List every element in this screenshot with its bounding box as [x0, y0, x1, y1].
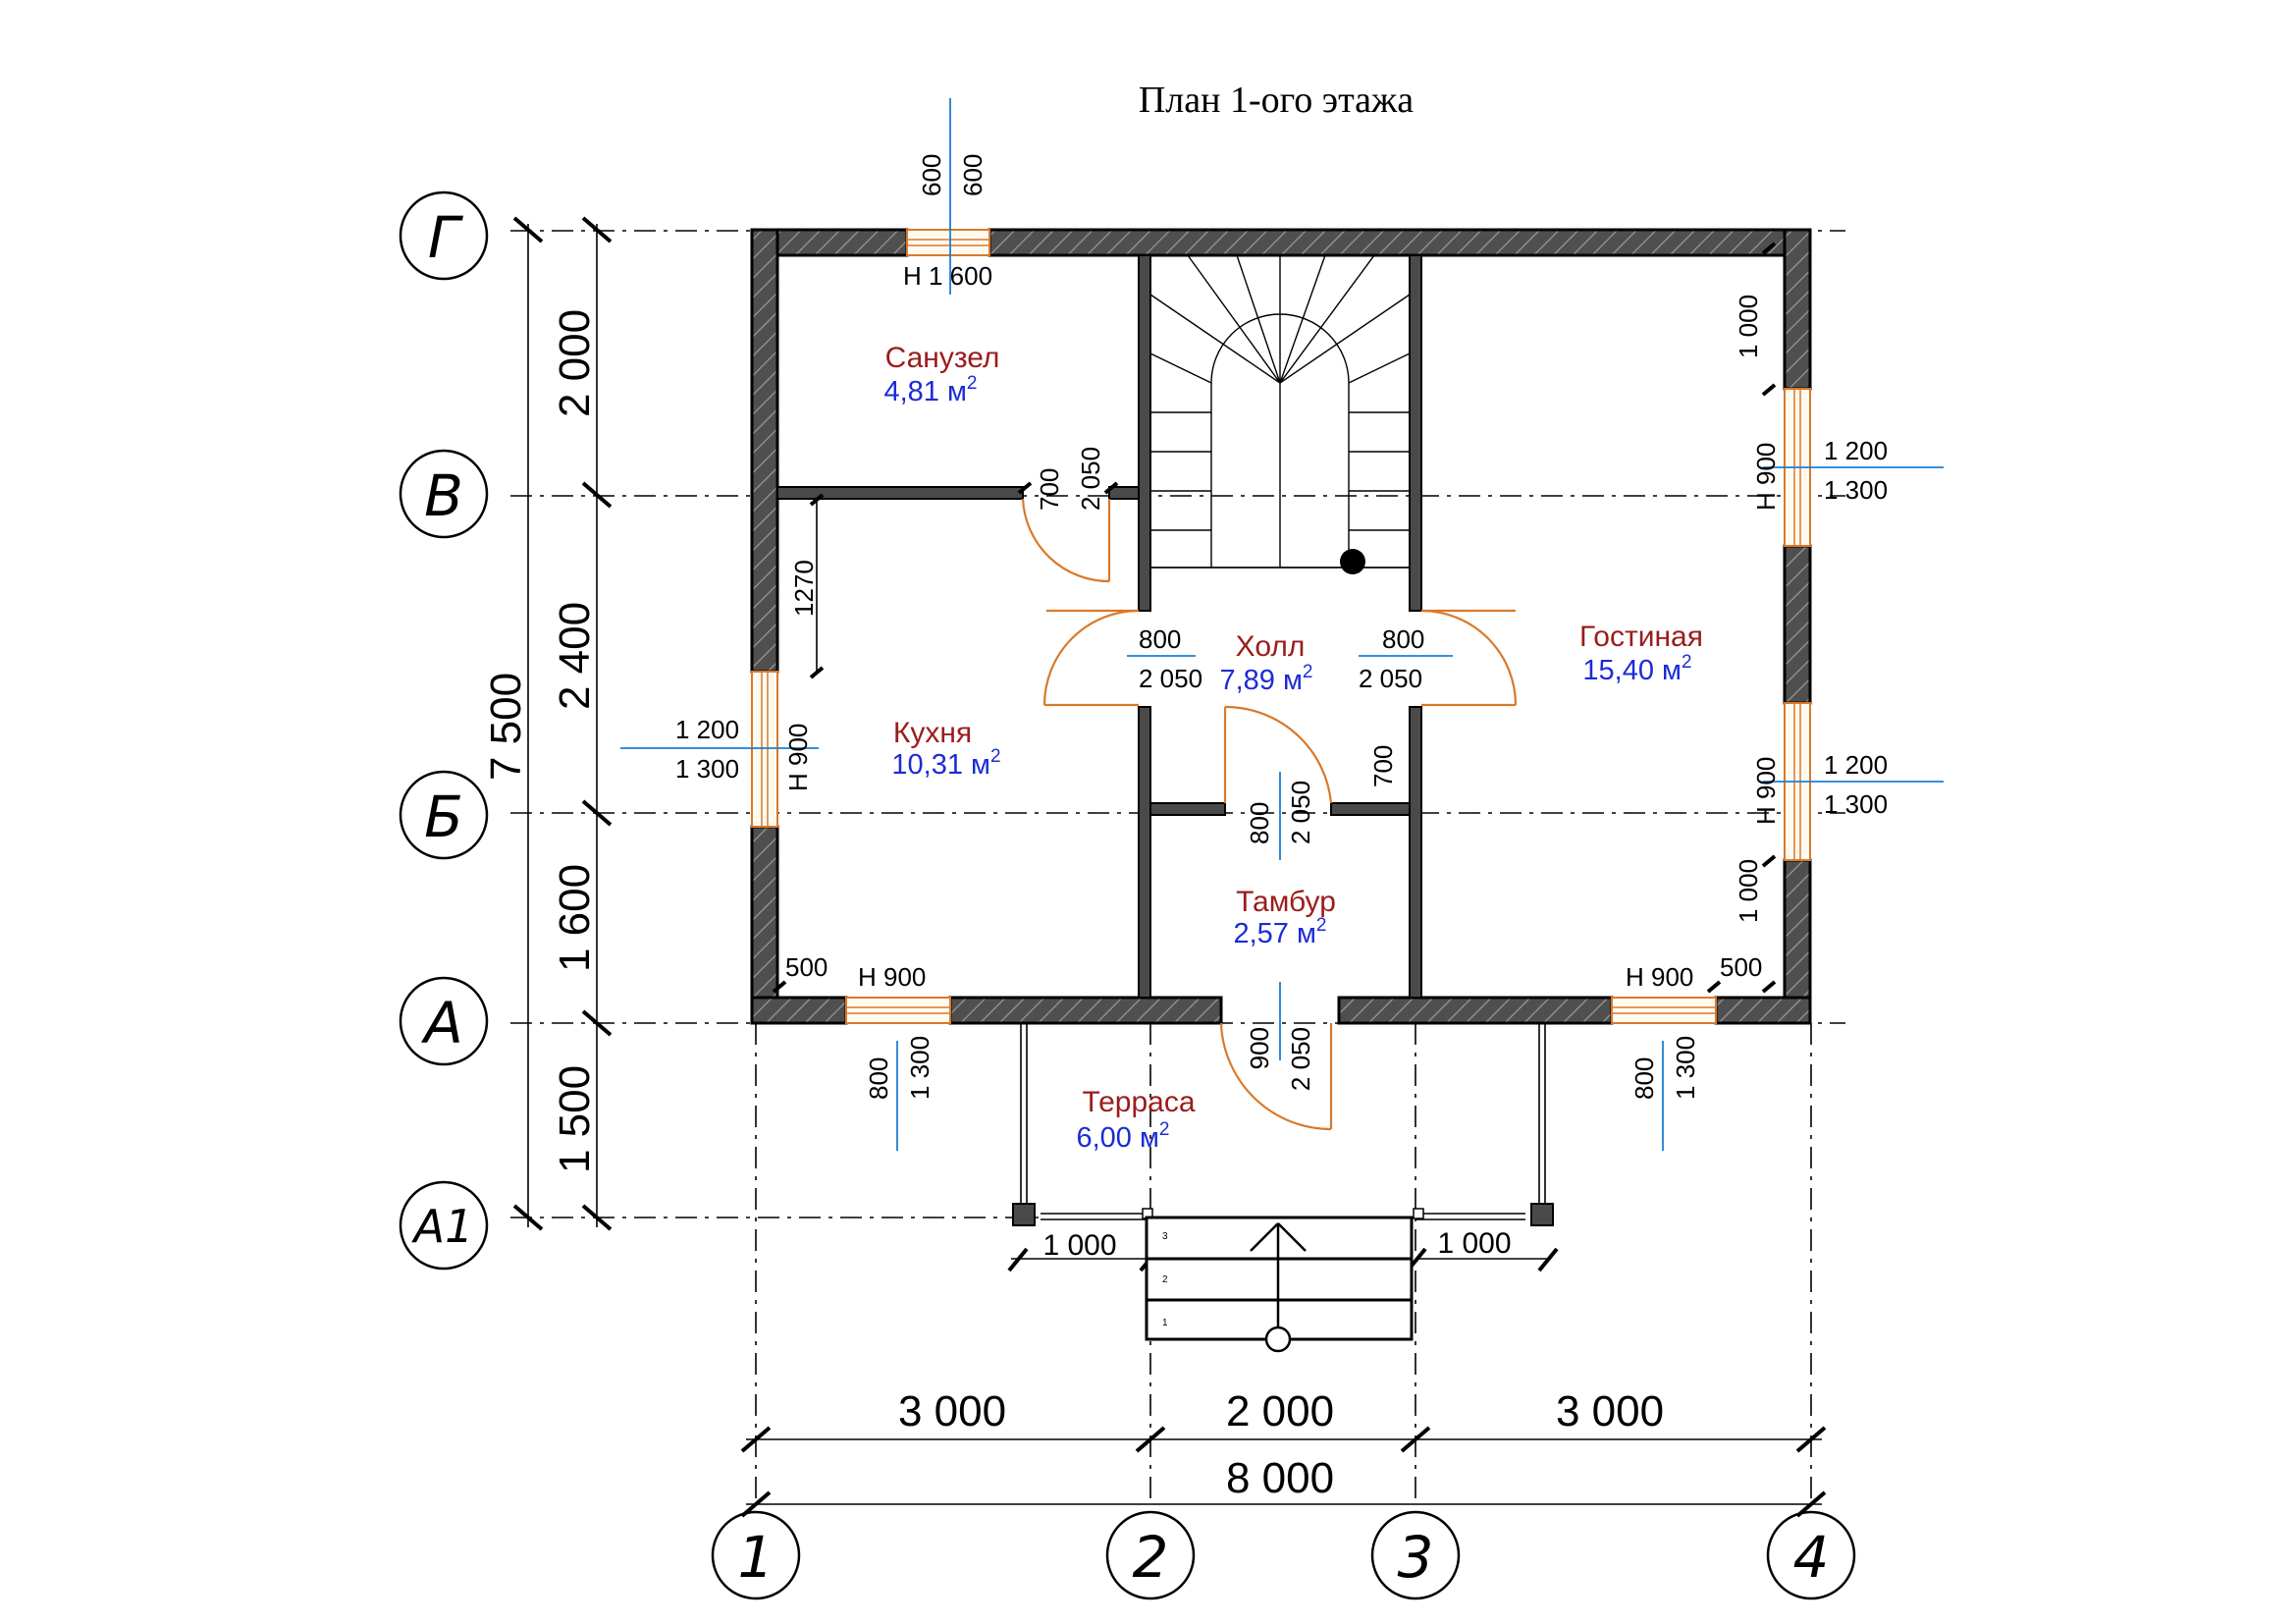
dim-bottom-2000: 2 000	[1226, 1387, 1334, 1435]
bottom-dimensions: 3 000 2 000 3 000 8 000	[740, 1387, 1827, 1518]
dim-right-h900c: Н 900	[1626, 962, 1693, 992]
dim-bottom-3000a: 3 000	[898, 1387, 1006, 1435]
dim-hall-800l: 800	[1139, 624, 1181, 654]
column-axis-bubbles: 1 2 3 4	[711, 1510, 1856, 1600]
small-ticks	[772, 242, 1777, 994]
dim-right-1200a: 1 200	[1824, 436, 1888, 465]
axis-label-g: Г	[428, 204, 464, 271]
dim-left-total: 7 500	[482, 673, 530, 781]
room-area-terrace: 6,00 м2	[1076, 1119, 1169, 1154]
axis-label-a1: А1	[411, 1200, 474, 1253]
dim-win-1300r: 1 300	[1671, 1036, 1700, 1100]
dim-tambur-800: 800	[1245, 802, 1274, 844]
left-dimensions: 2 000 2 400 1 600 1 500 7 500	[482, 216, 613, 1231]
doors	[1021, 498, 1518, 1131]
dim-kitchen-1270: 1270	[789, 560, 819, 617]
room-name-hall: Холл	[1236, 630, 1306, 663]
axis-label-1: 1	[738, 1524, 774, 1591]
dim-kitchen-1300: 1 300	[675, 754, 739, 784]
dim-win-800l: 800	[864, 1057, 893, 1100]
dim-right-h900a: Н 900	[1751, 443, 1781, 511]
step-3: 3	[1162, 1231, 1168, 1242]
room-name-terrace: Терраса	[1082, 1086, 1195, 1118]
dim-top-h1600: Н 1 600	[903, 261, 992, 291]
dim-win-1300l: 1 300	[905, 1036, 934, 1100]
dim-win-800r: 800	[1629, 1057, 1659, 1100]
dim-left-500: 500	[785, 952, 828, 982]
dim-hall-800r: 800	[1382, 624, 1424, 654]
axis-label-a: А	[420, 990, 463, 1056]
dim-entry-900: 900	[1245, 1027, 1274, 1069]
step-2: 2	[1162, 1274, 1168, 1285]
room-name-living: Гостиная	[1579, 621, 1703, 653]
element-dimensions: 600 600 Н 1 600 1 000 Н 900 1 200 1 300 …	[675, 154, 1888, 1100]
dim-bottom-total: 8 000	[1226, 1454, 1334, 1502]
room-area-wc: 4,81 м2	[883, 373, 977, 407]
dim-entry-2050: 2 050	[1286, 1027, 1315, 1091]
dim-kitchen-h900: Н 900	[783, 724, 813, 791]
dim-wc-door-700: 700	[1035, 468, 1064, 511]
dim-hall-2050r: 2 050	[1359, 664, 1422, 693]
room-area-vestibule: 2,57 м2	[1233, 915, 1326, 949]
dim-porch-right: 1 000	[1437, 1227, 1511, 1260]
plan-title: План 1-ого этажа	[1139, 80, 1414, 121]
terrace: 1 000 1 000 3 2 1	[1007, 1023, 1559, 1353]
dim-top-600a: 600	[917, 154, 946, 196]
dim-right-1000a: 1 000	[1734, 295, 1763, 358]
axis-label-b: Б	[424, 784, 463, 850]
axis-label-3: 3	[1398, 1524, 1434, 1591]
blue-section-lines	[620, 98, 1944, 1151]
row-axis-bubbles: Г В Б А А1	[399, 190, 489, 1271]
dim-right-h900b: Н 900	[1751, 757, 1781, 825]
room-area-living: 15,40 м2	[1582, 652, 1691, 686]
dim-hall-2050l: 2 050	[1139, 664, 1202, 693]
exterior-walls	[750, 228, 1812, 1025]
dim-top-600b: 600	[958, 154, 988, 196]
dim-kitchen-1200: 1 200	[675, 715, 739, 744]
step-1: 1	[1162, 1318, 1168, 1328]
dim-left-2000: 2 000	[551, 309, 599, 417]
dim-tambur-2050: 2 050	[1286, 781, 1315, 844]
room-name-kitchen: Кухня	[893, 717, 972, 749]
room-name-vestibule: Тамбур	[1236, 886, 1336, 918]
dim-left-2400: 2 400	[551, 602, 599, 710]
dim-wc-door-2050: 2 050	[1076, 447, 1105, 511]
axis-label-v: В	[424, 462, 463, 529]
room-labels: Санузел 4,81 м2 Холл 7,89 м2 Гостиная 15…	[883, 342, 1702, 1154]
dim-left-1600: 1 600	[551, 864, 599, 972]
dim-right-1000b: 1 000	[1734, 859, 1763, 923]
axis-label-4: 4	[1793, 1524, 1830, 1591]
dim-left-1500: 1 500	[551, 1065, 599, 1173]
dim-right-1300a: 1 300	[1824, 475, 1888, 505]
dim-left-h900: Н 900	[858, 962, 926, 992]
dim-porch-left: 1 000	[1042, 1229, 1116, 1262]
room-area-kitchen: 10,31 м2	[891, 746, 1000, 781]
staircase	[1149, 254, 1411, 574]
dim-bottom-3000b: 3 000	[1556, 1387, 1664, 1435]
dim-right-500: 500	[1720, 952, 1762, 982]
dim-right-1200b: 1 200	[1824, 750, 1888, 780]
interior-walls	[776, 254, 1422, 999]
dim-tambur-700: 700	[1368, 745, 1398, 787]
dim-right-1300b: 1 300	[1824, 789, 1888, 819]
room-name-wc: Санузел	[885, 342, 1000, 374]
room-area-hall: 7,89 м2	[1219, 662, 1312, 696]
axis-label-2: 2	[1133, 1524, 1169, 1591]
